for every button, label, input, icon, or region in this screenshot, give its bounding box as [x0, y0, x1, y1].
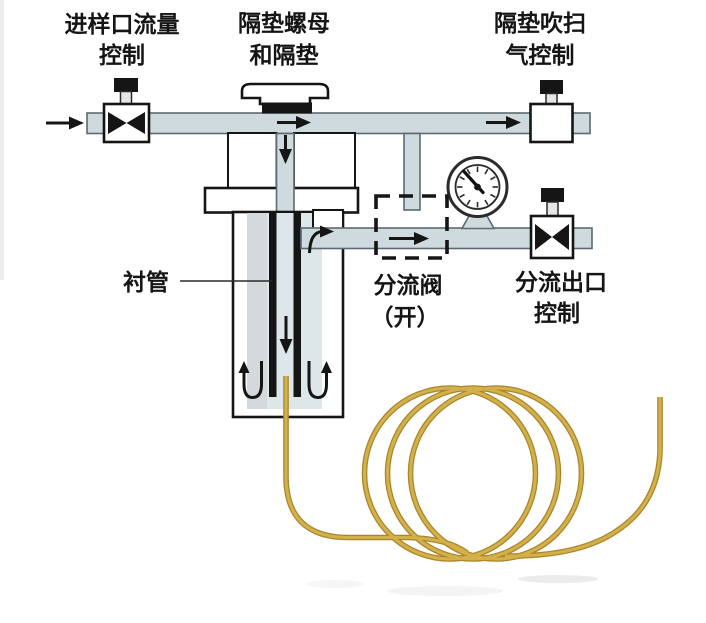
split-outlet-label: 控制: [534, 300, 580, 327]
gauge-hub: [474, 183, 481, 191]
column-loop: [385, 386, 561, 561]
flow-arrow-uturn-left: [242, 361, 263, 400]
split-valve-label: 分流阀: [374, 272, 443, 299]
flow-arrow-down-liner-head: [279, 339, 293, 354]
liner-tube-wall-left: [269, 212, 277, 397]
septum-purge-label: 隔垫吹扫: [494, 11, 586, 37]
septum: [262, 102, 312, 114]
liner-label: 衬管: [123, 269, 169, 296]
watermark-smudge: [307, 575, 598, 596]
flow-arrow-inlet-head: [69, 116, 84, 130]
valve-bowtie: [126, 112, 145, 134]
valve-bowtie: [535, 224, 552, 250]
gauge-tick: [466, 199, 471, 206]
valve-bowtie: [108, 112, 127, 134]
septum-nut: [240, 82, 330, 106]
flow-arrow-uturn-right-head: [321, 361, 332, 373]
inlet-flow-control-label: 控制: [99, 42, 145, 69]
split-branch-pipe: [403, 132, 421, 211]
injector-inner-wall: [247, 213, 267, 409]
gauge-tick: [484, 199, 489, 206]
gauge-tick: [466, 168, 471, 175]
split-outlet-control-valve-icon: [529, 188, 575, 260]
septum-purge-valve-icon: [529, 80, 574, 144]
septum-nut-label: 和隔垫: [250, 43, 319, 69]
split-valve-label: （开）: [371, 304, 440, 331]
scan-edge-artifact: [0, 0, 4, 280]
flow-arrow-into-inlet-head: [279, 149, 292, 164]
inlet-fitting-left: [227, 132, 278, 190]
valve-stem: [546, 201, 559, 217]
watermark-smudge: [387, 586, 503, 596]
flow-direction-arrows: [46, 116, 521, 400]
valve-cap: [540, 80, 563, 94]
flow-arrow-purge-head: [506, 116, 521, 129]
watermark-smudge: [518, 575, 598, 583]
pressure-gauge-icon: [446, 156, 509, 230]
inlet-fitting-right: [293, 132, 356, 190]
gauge-tick: [459, 176, 465, 181]
valve-stem: [119, 90, 133, 106]
flow-arrow-split-exit-head: [320, 225, 334, 238]
gauge-tick: [484, 168, 489, 175]
valve-bowtie: [552, 224, 569, 250]
flow-arrow-uturn-left-head: [238, 361, 250, 373]
septum-purge-label: 气控制: [505, 42, 575, 69]
flow-arrow-uturn-right: [307, 361, 328, 400]
valve-cap: [541, 188, 564, 202]
watermark-smudge: [307, 580, 363, 588]
flow-arrow-carrier-head: [296, 116, 311, 129]
inlet-flow-control-label: 进样口流量: [65, 11, 180, 38]
labels: 进样口流量 控制 隔垫螺母 和隔垫 隔垫吹扫 气控制 衬管 分流阀 （开） 分流…: [65, 11, 608, 331]
capillary-column-coil: [283, 376, 663, 562]
valve-body: [529, 102, 574, 144]
split-port-block: [312, 209, 344, 230]
septum-nut-icon: [240, 82, 330, 114]
valve-cap: [114, 78, 138, 92]
column-exit: [504, 397, 662, 558]
gauge-ticks: [457, 166, 498, 208]
gauge-tick: [490, 176, 496, 181]
inlet-flow-control-valve-icon: [102, 78, 151, 144]
gauge-tick: [490, 193, 496, 198]
split-valve-dashed-box: [374, 194, 449, 260]
gauge-tick: [459, 193, 465, 198]
septum-nut-label: 隔垫螺母: [238, 11, 330, 37]
column-loop: [362, 386, 538, 561]
flow-arrow-split-head: [414, 232, 429, 245]
liner-tube-wall-right: [293, 212, 301, 397]
column-loop: [408, 386, 584, 561]
split-outlet-label: 分流出口: [515, 269, 607, 296]
